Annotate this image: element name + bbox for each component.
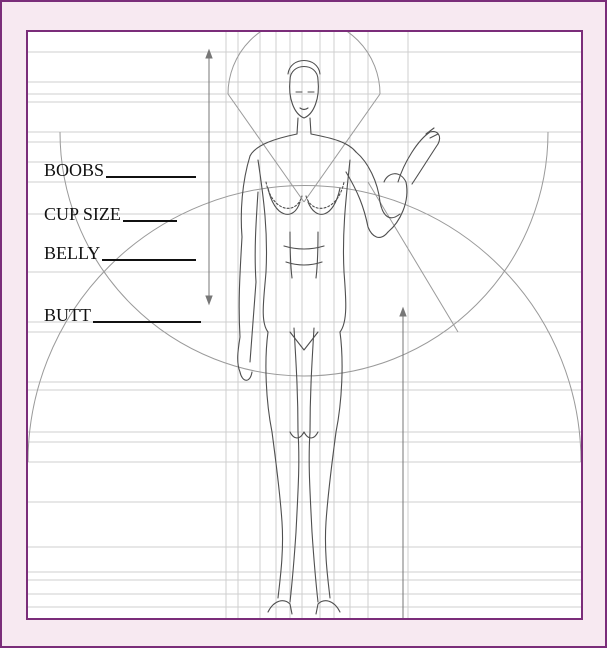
butt-label-row: BUTT bbox=[44, 305, 201, 326]
belly-label-row: BELLY bbox=[44, 243, 196, 264]
belly-label: BELLY bbox=[44, 243, 100, 264]
boobs-label-row: BOOBS bbox=[44, 160, 196, 181]
butt-label: BUTT bbox=[44, 305, 91, 326]
cup-size-label: CUP SIZE bbox=[44, 204, 121, 225]
boobs-blank bbox=[106, 176, 196, 178]
cup-size-blank bbox=[123, 220, 177, 222]
measure-arrows bbox=[206, 50, 406, 618]
butt-blank bbox=[93, 321, 201, 323]
figure-panel: BOOBS CUP SIZE BELLY BUTT bbox=[26, 30, 583, 620]
human-figure bbox=[238, 61, 440, 615]
cup-size-label-row: CUP SIZE bbox=[44, 204, 177, 225]
boobs-label: BOOBS bbox=[44, 160, 104, 181]
belly-blank bbox=[102, 259, 196, 261]
